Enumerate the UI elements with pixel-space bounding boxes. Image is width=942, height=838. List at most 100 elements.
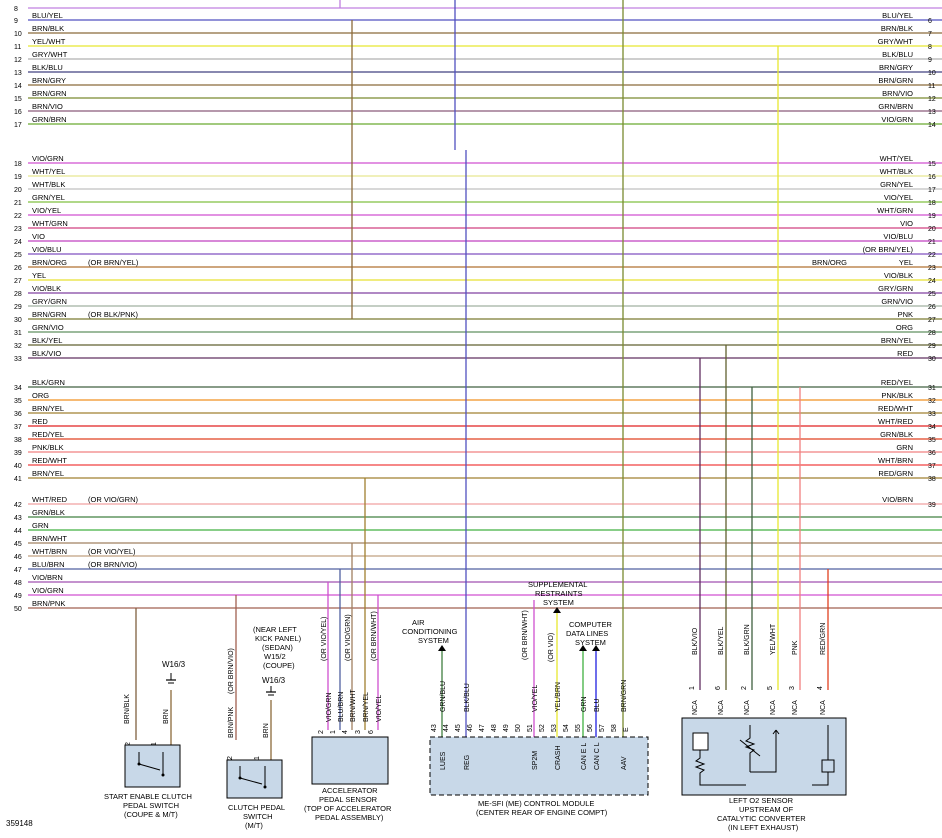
row-number: 26 bbox=[14, 265, 22, 272]
wire-lines bbox=[28, 0, 942, 760]
row-number: 38 bbox=[14, 437, 22, 444]
right-row-number: 14 bbox=[928, 122, 936, 129]
srs-label: SYSTEM bbox=[543, 598, 574, 607]
right-wire-label: PNK/BLK bbox=[881, 391, 913, 400]
row-number: 30 bbox=[14, 317, 22, 324]
ecm-pin: 47 bbox=[479, 724, 486, 732]
right-row-number: 29 bbox=[928, 343, 936, 350]
ecm-pin: 56 bbox=[587, 724, 594, 732]
row-number: 21 bbox=[14, 200, 22, 207]
ecm-terminal: AAV bbox=[621, 756, 628, 770]
row-number: 46 bbox=[14, 554, 22, 561]
ecm-wire-label: VIO/YEL bbox=[532, 685, 539, 712]
row-number: 32 bbox=[14, 343, 22, 350]
right-wire-label: GRN/VIO bbox=[881, 297, 913, 306]
right-row-number: 34 bbox=[928, 424, 936, 431]
ecm-wire-label: YEL/BRN bbox=[555, 682, 562, 712]
svg-text:W16/3: W16/3 bbox=[262, 676, 286, 685]
wire-label: WHT/YEL bbox=[32, 167, 65, 176]
right-row-number: 39 bbox=[928, 502, 936, 509]
right-row-number: 16 bbox=[928, 174, 936, 181]
accelerator-pedal-sensor: ACCELERATOR PEDAL SENSOR (TOP OF ACCELER… bbox=[304, 736, 392, 822]
ecm-terminal: SP2M bbox=[532, 751, 539, 770]
o2-nca-label: NCA bbox=[770, 700, 777, 715]
arrow-head bbox=[553, 607, 561, 613]
wire-label: RED/YEL bbox=[32, 430, 64, 439]
clutch-pedal-pin: 2 bbox=[227, 756, 234, 760]
wire-label: GRN/VIO bbox=[32, 323, 64, 332]
wire-labels: 89BLU/YEL10BRN/BLK11YEL/WHT12GRY/WHT13BL… bbox=[14, 6, 936, 760]
wire-label: BLK/YEL bbox=[32, 336, 62, 345]
wire-label: BRN/GRN bbox=[32, 89, 67, 98]
svg-text:PEDAL SENSOR: PEDAL SENSOR bbox=[319, 795, 378, 804]
svg-text:SWITCH: SWITCH bbox=[243, 812, 273, 821]
accel-note: (OR BRN/WHT) bbox=[371, 611, 378, 661]
svg-text:ME-SFI (ME) CONTROL MODULE: ME-SFI (ME) CONTROL MODULE bbox=[478, 799, 594, 808]
start-enable-clutch-switch: START ENABLE CLUTCH PEDAL SWITCH (COUPE … bbox=[104, 744, 192, 819]
wire-label: BLK/BLU bbox=[32, 63, 63, 72]
right-row-number: 15 bbox=[928, 161, 936, 168]
ecm-pin: 45 bbox=[455, 724, 462, 732]
wire-label: BRN/PNK bbox=[32, 599, 65, 608]
wire-label: WHT/BLK bbox=[32, 180, 65, 189]
right-row-number: 6 bbox=[928, 18, 932, 25]
right-row-number: 35 bbox=[928, 437, 936, 444]
row-number: 37 bbox=[14, 424, 22, 431]
right-wire-label: VIO/BLU bbox=[883, 232, 913, 241]
right-wire-label: WHT/BLK bbox=[880, 167, 913, 176]
wire-label: GRY/GRN bbox=[32, 297, 67, 306]
svg-text:START ENABLE CLUTCH: START ENABLE CLUTCH bbox=[104, 792, 192, 801]
ecm-terminal: CRASH bbox=[555, 745, 562, 770]
clutch-pedal-pin: 1 bbox=[254, 756, 261, 760]
ecm-pin: 43 bbox=[431, 724, 438, 732]
accel-note: (OR VIO/GRN) bbox=[345, 614, 352, 661]
wire-label: WHT/GRN bbox=[32, 219, 68, 228]
wire-label: VIO/BLK bbox=[32, 284, 61, 293]
right-row-number: 25 bbox=[928, 291, 936, 298]
control-module: ME-SFI (ME) CONTROL MODULE (CENTER REAR … bbox=[429, 736, 649, 817]
ecm-wire-label: BRN/GRN bbox=[621, 680, 628, 712]
row-number: 25 bbox=[14, 252, 22, 259]
clutch-start-pin: 2 bbox=[125, 742, 132, 746]
o2-wire-label: BLK/GRN bbox=[744, 624, 751, 655]
ecm-terminal: REG bbox=[464, 755, 471, 770]
svg-text:W16/3: W16/3 bbox=[162, 660, 186, 669]
wire-label: RED/WHT bbox=[32, 456, 67, 465]
row-number: 50 bbox=[14, 606, 22, 613]
right-wire-label: RED bbox=[897, 349, 913, 358]
ground-symbol-clutch-pedal: W16/3 bbox=[262, 676, 286, 696]
right-wire-label: RED/YEL bbox=[881, 378, 913, 387]
ecm-pin: 55 bbox=[575, 724, 582, 732]
wire-label: VIO/BRN bbox=[32, 573, 63, 582]
diagram-id: 359148 bbox=[6, 819, 33, 828]
o2-wire-label: BLK/VIO bbox=[692, 627, 699, 655]
clutch-start-wire: BRN bbox=[163, 709, 170, 724]
row-number: 13 bbox=[14, 70, 22, 77]
ecm-pin: 58 bbox=[611, 724, 618, 732]
wire-label: PNK/BLK bbox=[32, 443, 64, 452]
wire-note: (OR VIO/GRN) bbox=[88, 495, 139, 504]
right-wire-label: VIO bbox=[900, 219, 913, 228]
right-extra-label: BRN/ORG bbox=[812, 258, 847, 267]
row-number: 41 bbox=[14, 476, 22, 483]
row-number: 40 bbox=[14, 463, 22, 470]
right-row-number: 19 bbox=[928, 213, 936, 220]
row-number: 47 bbox=[14, 567, 22, 574]
row-number: 33 bbox=[14, 356, 22, 363]
svg-text:(TOP OF ACCELERATOR: (TOP OF ACCELERATOR bbox=[304, 804, 392, 813]
row-number: 45 bbox=[14, 541, 22, 548]
right-wire-label: VIO/BRN bbox=[882, 495, 913, 504]
svg-text:LEFT O2 SENSOR: LEFT O2 SENSOR bbox=[729, 796, 794, 805]
right-wire-label: GRN/YEL bbox=[880, 180, 913, 189]
wire-label: BRN/ORG bbox=[32, 258, 67, 267]
o2-nca-label: NCA bbox=[744, 700, 751, 715]
svg-text:CLUTCH PEDAL: CLUTCH PEDAL bbox=[228, 803, 285, 812]
ac-label: SYSTEM bbox=[418, 636, 449, 645]
ecm-wire-label: GRN bbox=[581, 696, 588, 712]
o2-wire-label: BLK/YEL bbox=[718, 626, 725, 655]
svg-text:PEDAL ASSEMBLY): PEDAL ASSEMBLY) bbox=[315, 813, 384, 822]
accel-pin: 2 bbox=[318, 730, 325, 734]
row-number: 17 bbox=[14, 122, 22, 129]
right-wire-label: WHT/RED bbox=[878, 417, 914, 426]
ecm-pin: 48 bbox=[491, 724, 498, 732]
